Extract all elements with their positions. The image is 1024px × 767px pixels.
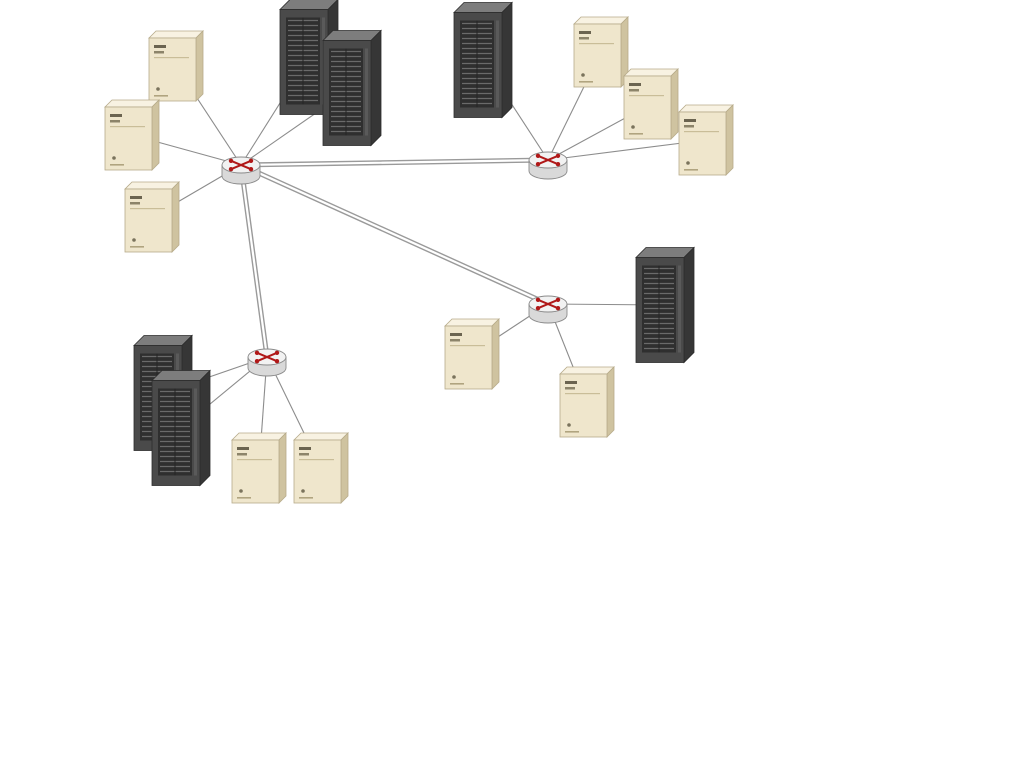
network-links [131,51,707,469]
workstation-icon [678,104,734,176]
workstation-icon [444,318,500,390]
workstation-icon [559,366,615,438]
rack-server-icon [322,29,382,147]
router-icon [528,295,568,324]
backbone-link [238,162,551,307]
router-icon [247,348,287,377]
network-nodes [104,0,734,504]
workstation-icon [104,99,160,171]
workstation-icon [231,432,287,504]
rack-server-icon [453,1,513,119]
rack-server-icon [151,369,211,487]
backbone-link [238,162,270,360]
router-icon [221,156,261,185]
workstation-icon [293,432,349,504]
rack-server-icon [635,246,695,364]
workstation-icon [623,68,679,140]
backbone-link [238,157,551,168]
workstation-icon [148,30,204,102]
workstation-icon [124,181,180,253]
workstation-icon [573,16,629,88]
router-icon [528,151,568,180]
